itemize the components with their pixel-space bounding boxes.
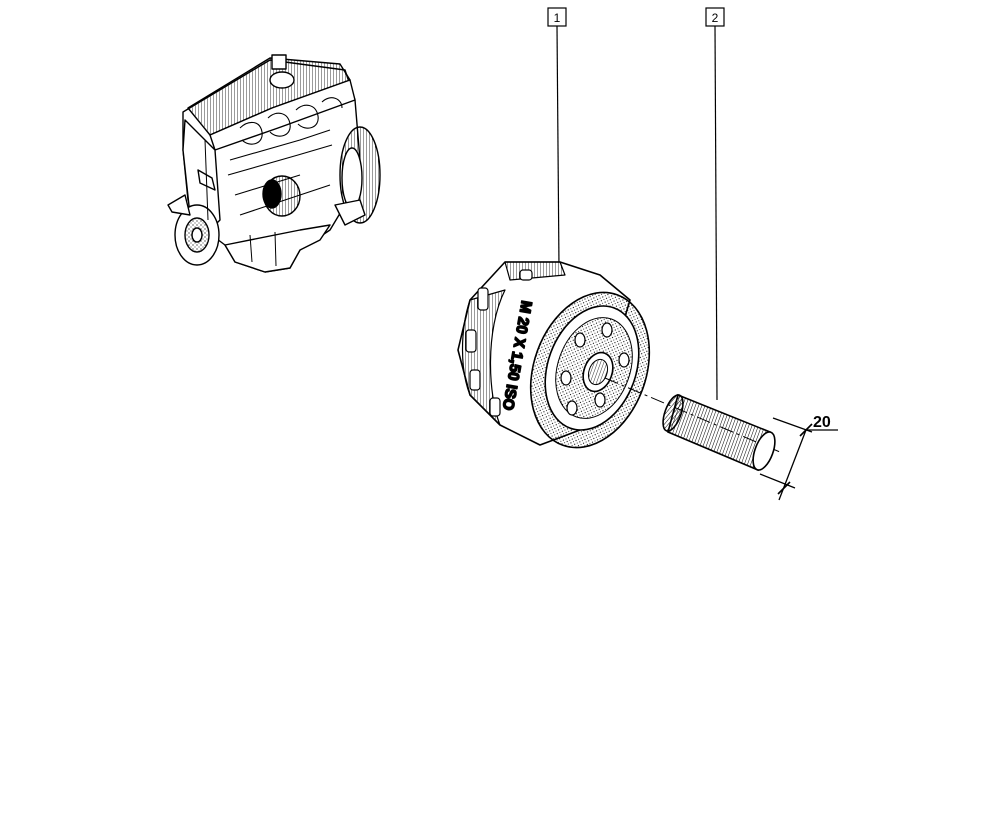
length-dimension <box>759 417 838 501</box>
callout-1-label: 1 <box>554 11 561 25</box>
dimension-value: 20 <box>813 414 831 431</box>
callout-1: 1 <box>547 7 567 269</box>
callout-2-label: 2 <box>712 11 719 25</box>
engine-illustration <box>167 54 381 273</box>
threaded-stud <box>662 393 776 472</box>
oil-filter: M 20 X 1,50 ISO <box>457 261 651 449</box>
callout-2: 2 <box>705 7 725 401</box>
